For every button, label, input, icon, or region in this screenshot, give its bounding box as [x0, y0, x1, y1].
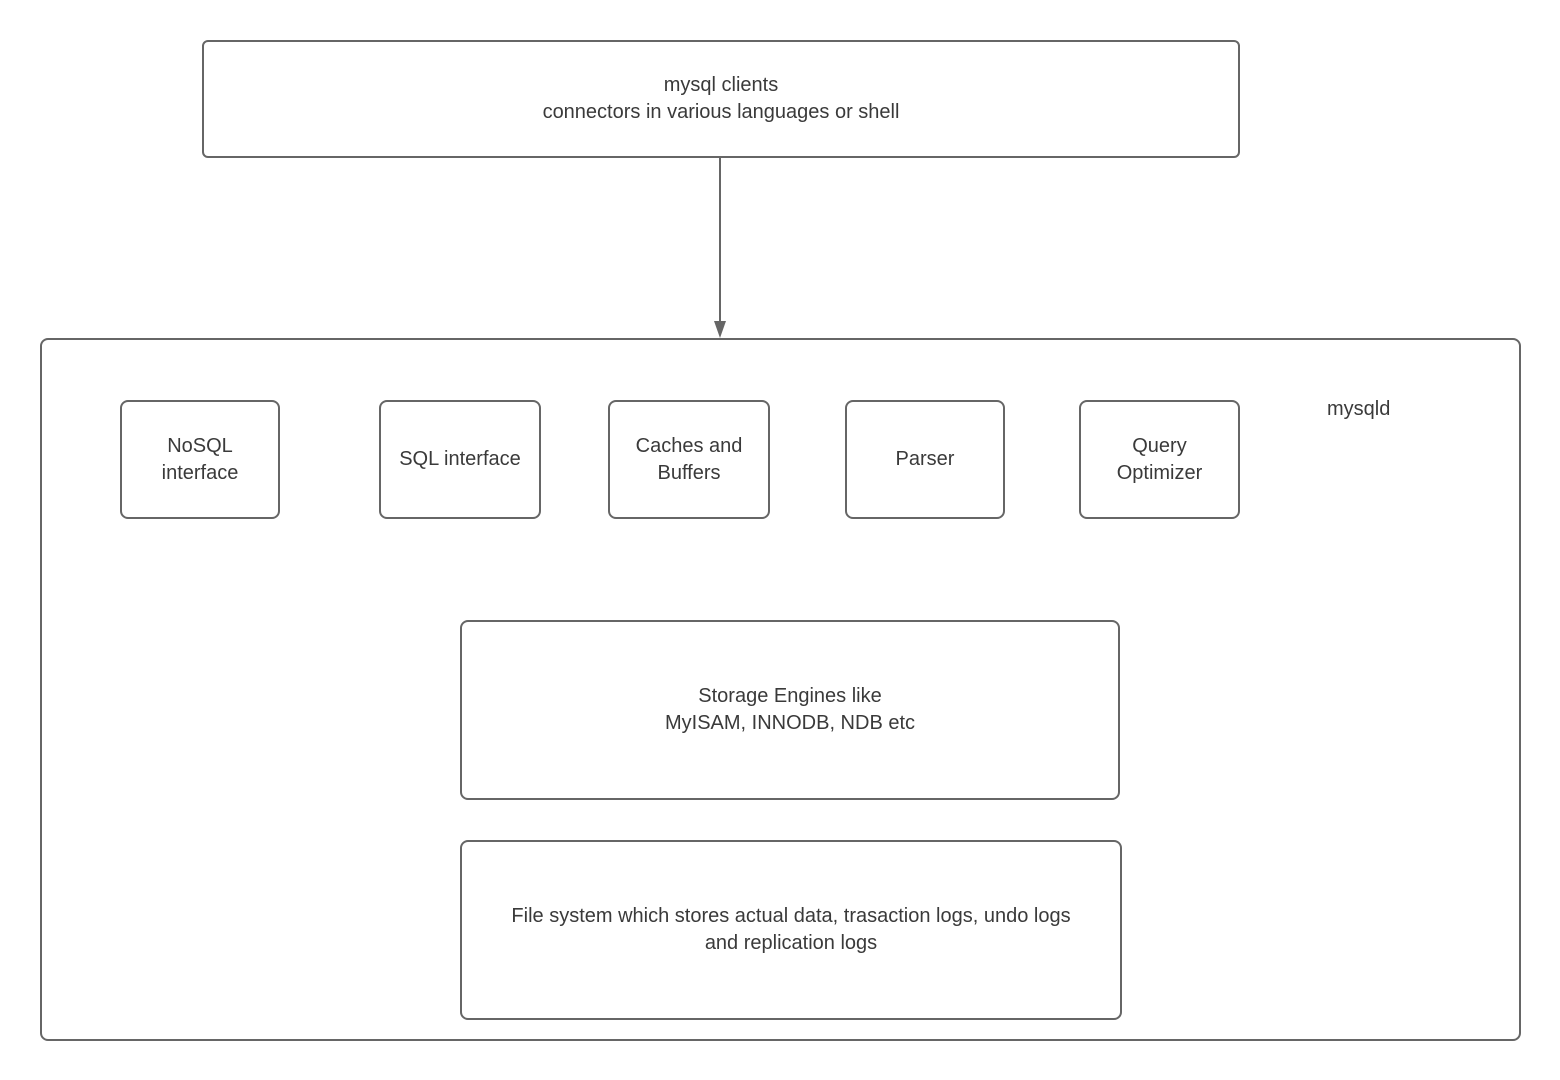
query-optimizer-box: Query Optimizer — [1079, 400, 1240, 519]
mysql-clients-box: mysql clients connectors in various lang… — [202, 40, 1240, 158]
caches-and-buffers-box: Caches and Buffers — [608, 400, 770, 519]
file-system-label: File system which stores actual data, tr… — [511, 905, 1071, 954]
parser-label: Parser — [895, 448, 955, 470]
parser-box: Parser — [845, 400, 1005, 519]
storage-engines-box: Storage Engines like MyISAM, INNODB, NDB… — [460, 620, 1120, 800]
file-system-box: File system which stores actual data, tr… — [460, 840, 1122, 1020]
nosql-interface-label: NoSQL interface — [161, 434, 239, 484]
mysqld-label: mysqld — [1327, 398, 1391, 420]
nosql-interface-box: NoSQL interface — [120, 400, 280, 519]
sql-interface-box: SQL interface — [379, 400, 541, 519]
sql-interface-label: SQL interface — [399, 448, 521, 470]
arrow-clients-to-mysqld — [714, 158, 726, 338]
storage-engines-label: Storage Engines like MyISAM, INNODB, NDB… — [664, 685, 916, 734]
mysql-clients-label: mysql clients connectors in various lang… — [542, 74, 900, 123]
query-optimizer-label: Query Optimizer — [1116, 434, 1203, 484]
caches-and-buffers-label: Caches and Buffers — [635, 434, 743, 484]
